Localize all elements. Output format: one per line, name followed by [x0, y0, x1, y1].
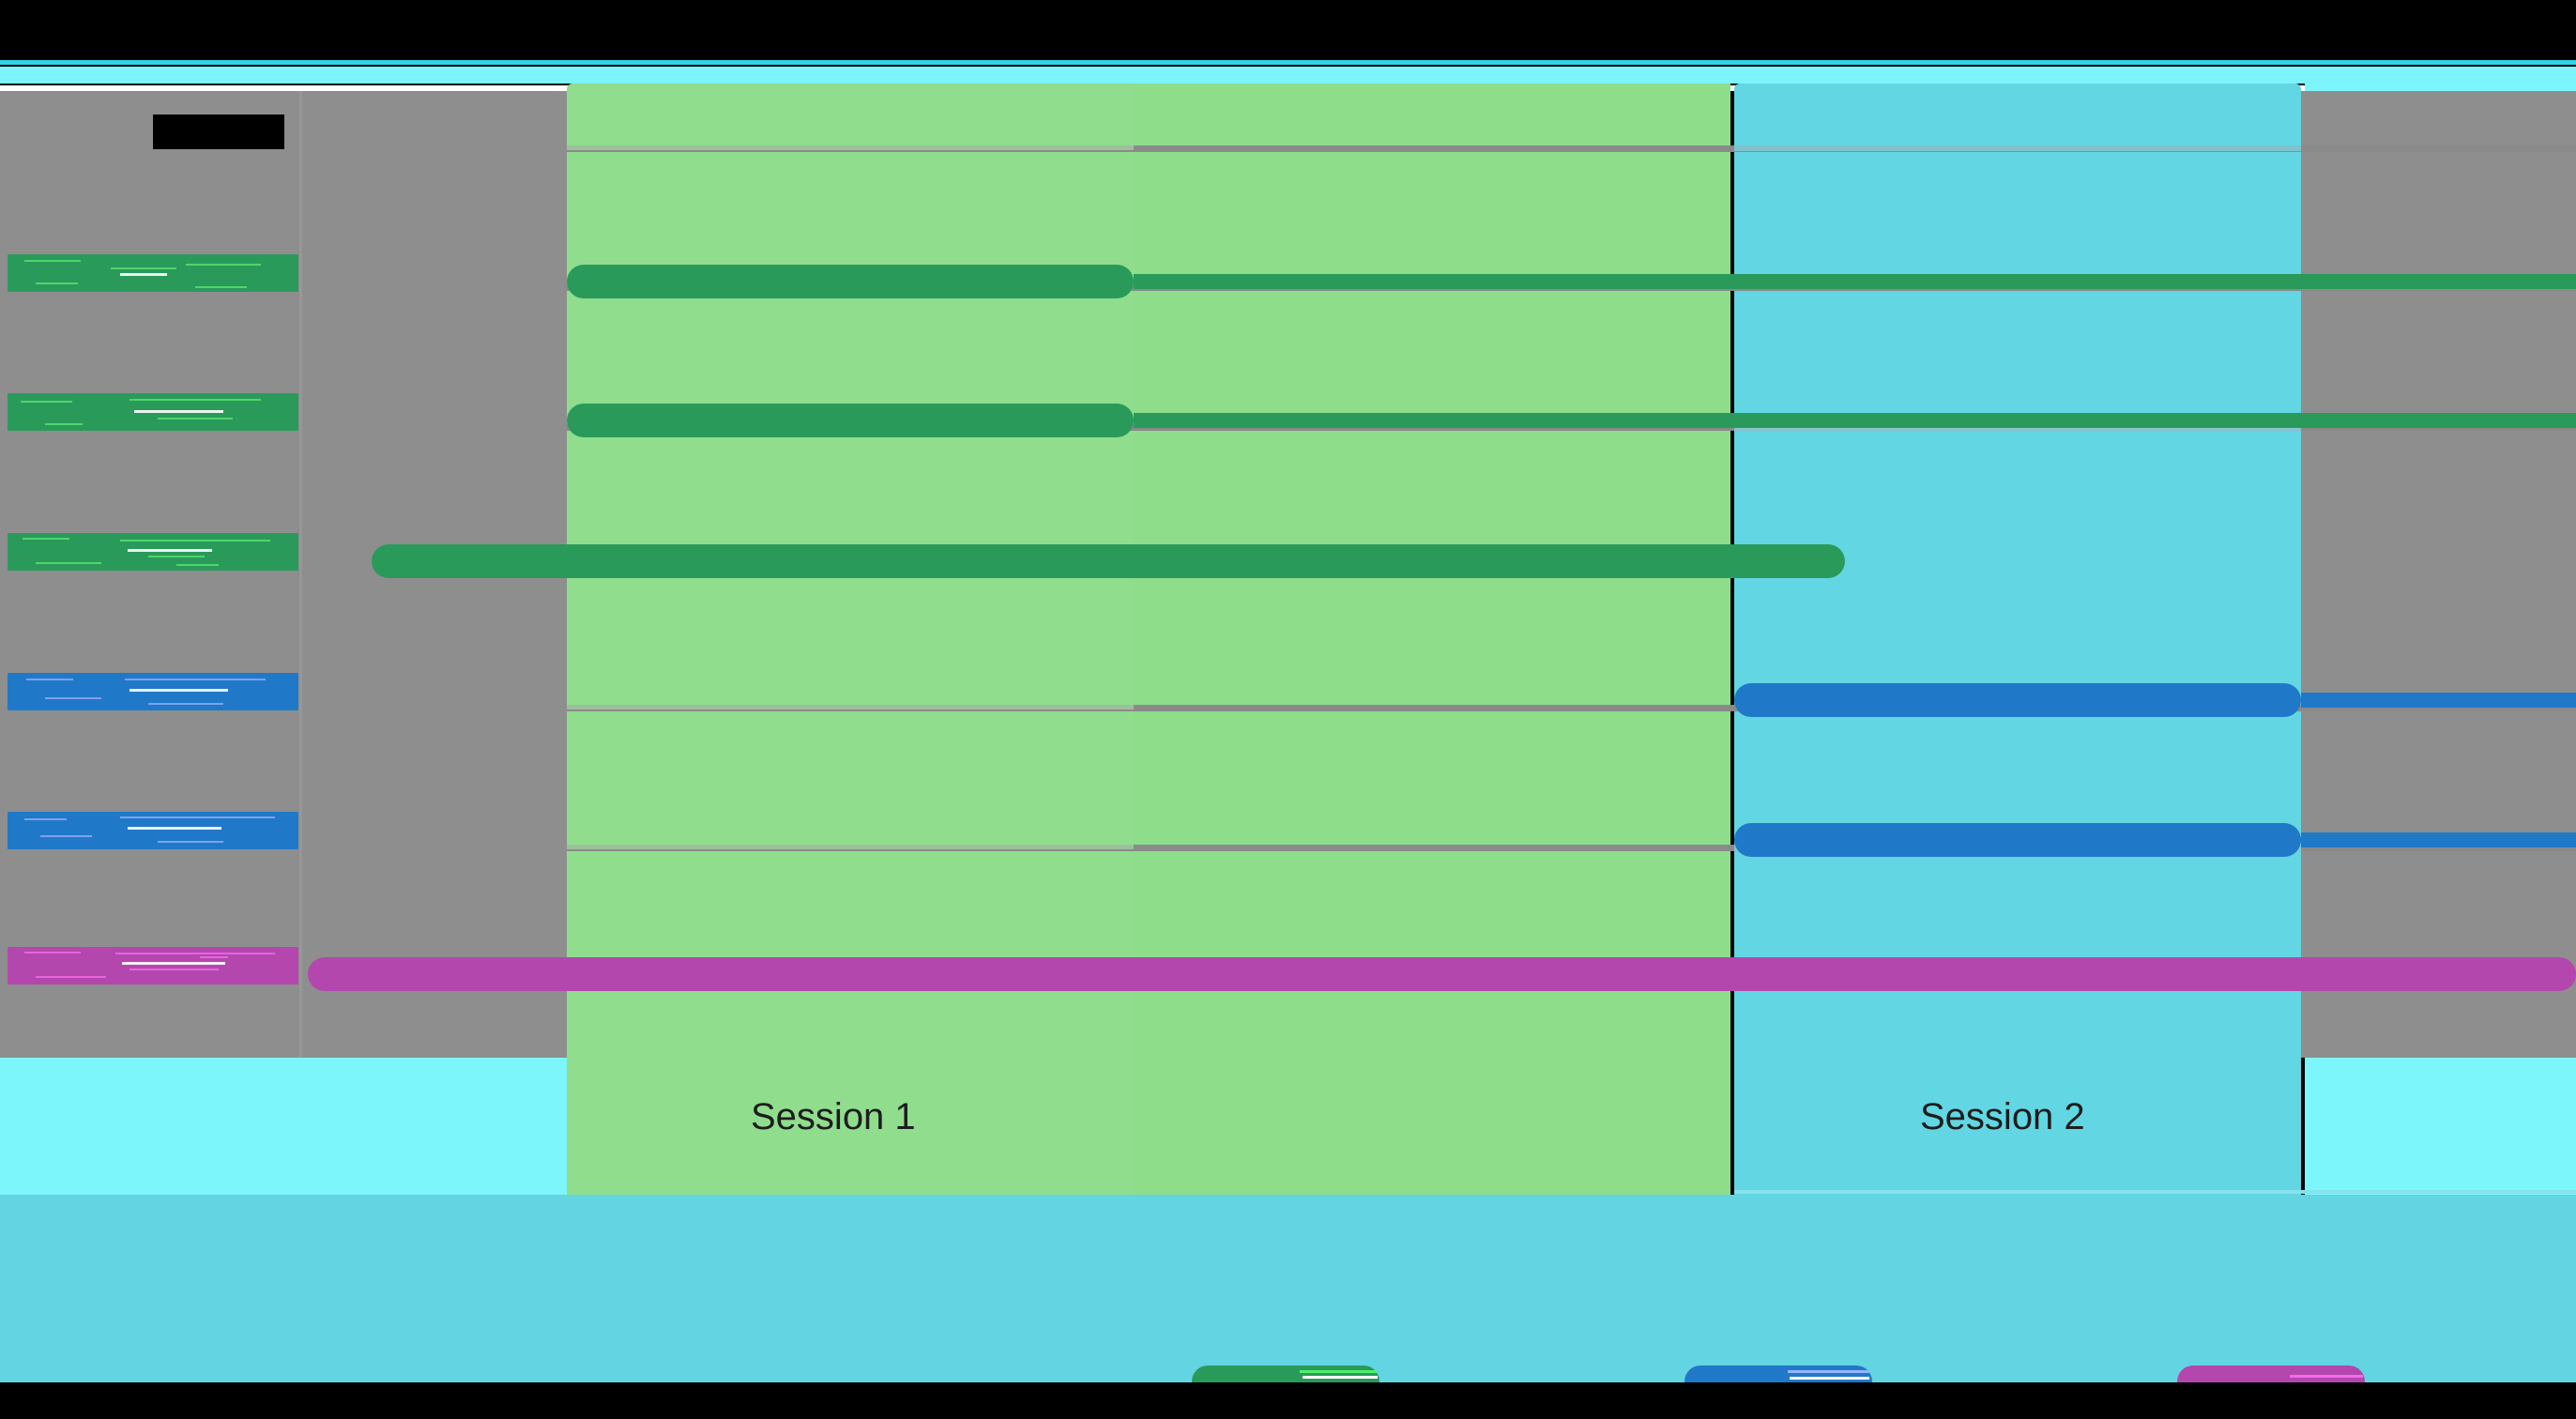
redaction-streak: [130, 399, 261, 401]
redaction-streak: [130, 689, 228, 692]
redaction-streak: [1303, 1376, 1378, 1379]
axis-label-task-6[interactable]: [8, 947, 298, 984]
redaction-streak: [36, 562, 101, 564]
redaction-streak: [1788, 1370, 1872, 1373]
gantt-bar-task-4-tail: [2301, 693, 2576, 708]
redaction-streak: [120, 273, 167, 276]
gridline-row-0-band2: [1734, 145, 2301, 151]
redaction-streak: [115, 953, 275, 954]
footer-left-fill: [0, 1058, 567, 1195]
top-accent-strip-2: [0, 67, 2576, 84]
axis-label-task-4[interactable]: [8, 673, 298, 710]
redaction-streak: [45, 423, 83, 425]
redaction-streak: [158, 841, 223, 843]
redaction-streak: [36, 976, 106, 978]
redaction-streak: [120, 816, 275, 818]
redaction-streak: [24, 818, 67, 820]
gantt-bar-task-6[interactable]: [308, 957, 2576, 991]
redaction-streak: [176, 564, 219, 566]
bottom-mask: [0, 1382, 2576, 1419]
axis-label-task-2[interactable]: [8, 393, 298, 431]
redaction-streak: [40, 835, 92, 837]
session-2-caption: Session 2: [1920, 1096, 2085, 1137]
top-accent-strip-1: [0, 60, 2576, 65]
axis-label-task-5[interactable]: [8, 812, 298, 849]
gantt-bar-task-5-tail: [2301, 832, 2576, 847]
redaction-streak: [148, 703, 223, 705]
redaction-streak: [158, 418, 233, 420]
gridline-row-4-light: [567, 845, 1134, 849]
redaction-streak: [2290, 1375, 2363, 1378]
gridline-row-3: [567, 705, 2576, 711]
gridline-row-0-light: [567, 145, 1134, 150]
redaction-streak: [1790, 1377, 1869, 1380]
redaction-streak: [45, 697, 101, 699]
redaction-streak: [130, 969, 219, 970]
redaction-streak: [134, 410, 223, 413]
redaction-streak: [128, 549, 212, 552]
redaction-streak: [186, 264, 261, 266]
plot-background-right: [2301, 91, 2576, 1058]
session-band-1-right-half: [1134, 84, 1730, 1195]
header-title-redacted: [153, 114, 284, 149]
redaction-streak: [111, 267, 176, 269]
axis-label-task-1[interactable]: [8, 254, 298, 292]
footer-band: [0, 1195, 2576, 1382]
redaction-streak: [128, 827, 221, 830]
gantt-bar-task-5[interactable]: [1734, 823, 2301, 857]
redaction-streak: [24, 952, 81, 954]
redaction-streak: [200, 956, 228, 958]
gridline-row-3-light: [567, 705, 1134, 710]
redaction-streak: [23, 538, 69, 540]
gridline-row-4: [567, 845, 2576, 851]
redaction-streak: [1300, 1370, 1379, 1373]
redaction-streak: [122, 962, 225, 965]
footer-hairline: [1734, 1190, 2576, 1194]
redaction-streak: [120, 540, 270, 542]
gantt-bar-task-3[interactable]: [372, 544, 1845, 578]
redaction-streak: [195, 286, 247, 288]
session-band-2: [1734, 84, 2301, 1195]
top-mask: [0, 0, 2576, 60]
gantt-bar-task-1-tail: [1134, 274, 2576, 289]
redaction-streak: [148, 556, 205, 557]
gantt-bar-task-2-tail: [1134, 413, 2576, 428]
gantt-bar-task-1[interactable]: [567, 265, 1134, 298]
gantt-bar-task-4[interactable]: [1734, 683, 2301, 717]
gridline-row-0: [567, 145, 2576, 152]
redaction-streak: [36, 282, 78, 284]
redaction-streak: [125, 679, 266, 680]
axis-label-task-3[interactable]: [8, 533, 298, 571]
gridline-row-2-band2: [1734, 424, 2301, 432]
redaction-streak: [26, 679, 73, 680]
redaction-streak: [24, 260, 81, 262]
gantt-bar-task-2[interactable]: [567, 404, 1134, 437]
session-1-caption: Session 1: [751, 1096, 916, 1137]
redaction-streak: [21, 401, 72, 403]
gutter-divider: [299, 91, 302, 1058]
